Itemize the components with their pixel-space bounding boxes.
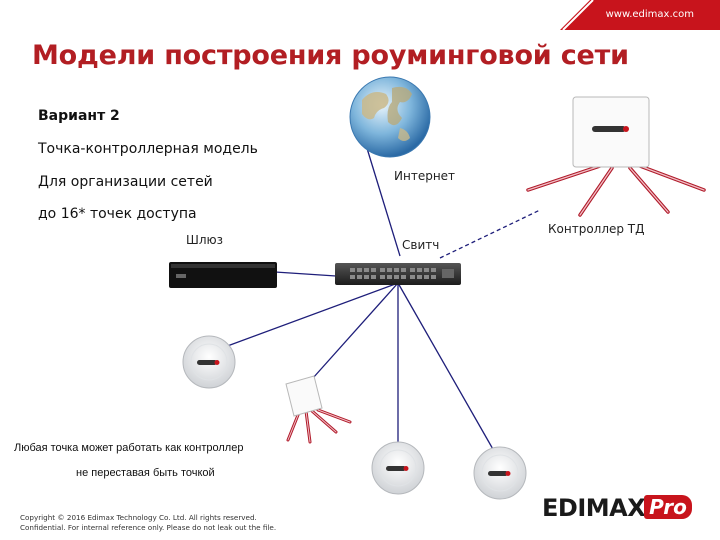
edimax-pro-logo: EDIMAX Pro (542, 494, 692, 522)
gateway-device-icon (169, 262, 277, 288)
logo-pro-badge: Pro (644, 495, 692, 519)
access-point-icon-4 (474, 447, 526, 499)
copyright-line-2: Confidential. For internal reference onl… (20, 523, 276, 532)
controller-label: Контроллер ТД (548, 222, 645, 236)
controller-link (440, 210, 540, 258)
switch-label: Свитч (402, 238, 439, 252)
controller-ap-icon (528, 97, 704, 215)
gateway-label: Шлюз (186, 233, 223, 247)
access-point-icon-2 (286, 376, 350, 442)
internet-label: Интернет (394, 169, 455, 183)
copyright-line-1: Copyright © 2016 Edimax Technology Co. L… (20, 513, 257, 522)
connection-lines (222, 145, 498, 458)
switch-device-icon (335, 263, 461, 285)
logo-text: EDIMAX (542, 494, 645, 522)
note-line-1: Любая точка может работать как контролле… (14, 442, 243, 454)
access-point-icon-1 (183, 336, 235, 388)
note-line-2: не переставая быть точкой (76, 467, 215, 479)
access-point-icon-3 (372, 442, 424, 494)
globe-icon (350, 77, 430, 157)
